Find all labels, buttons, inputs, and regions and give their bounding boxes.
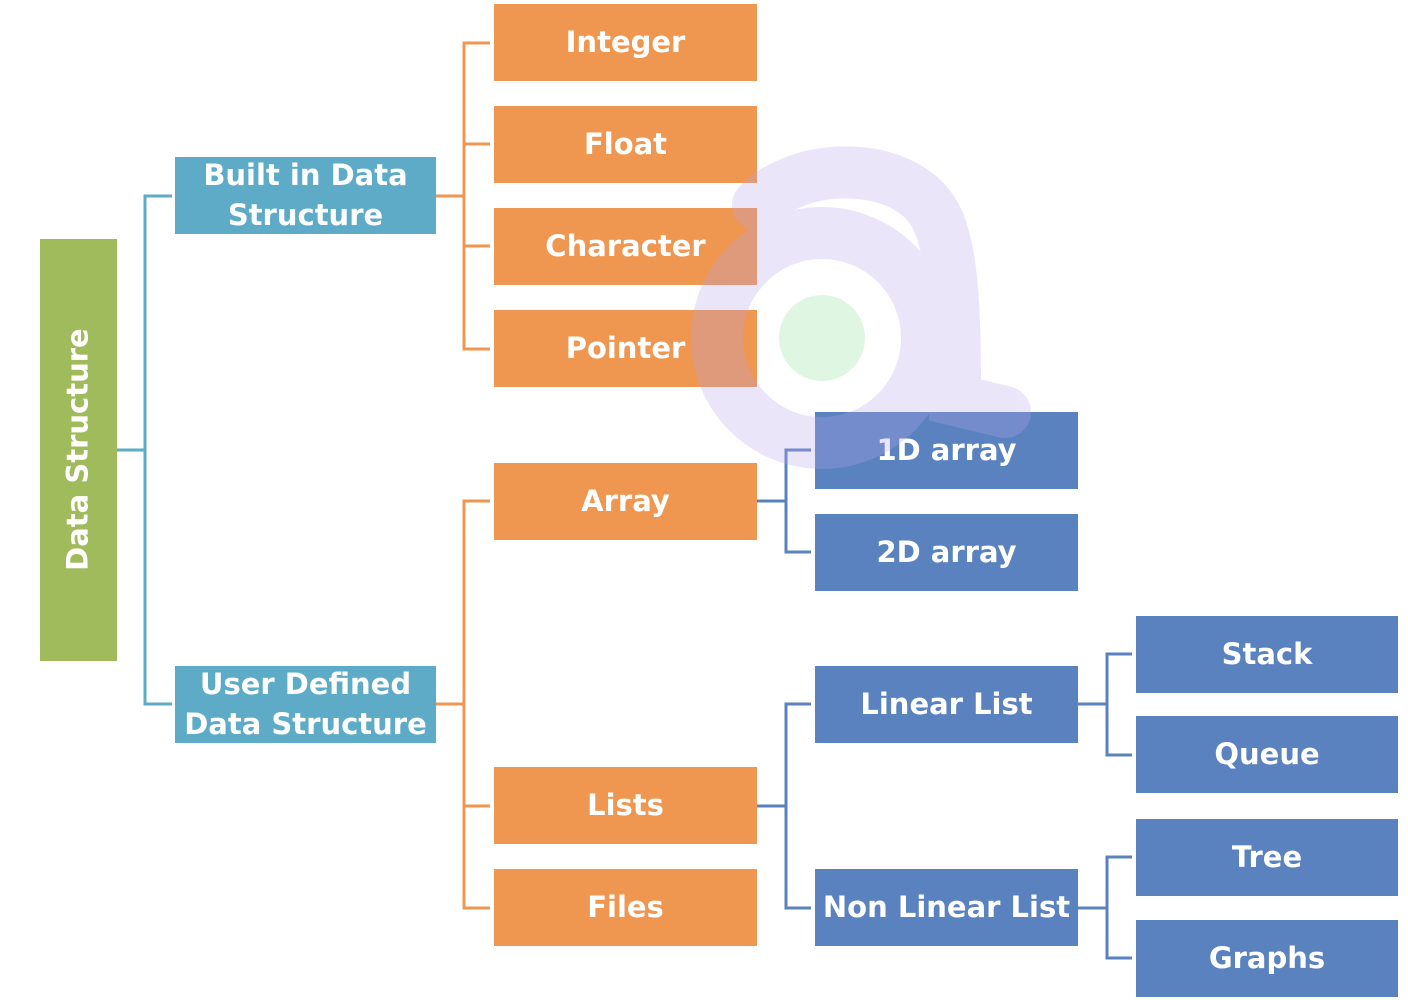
pointer-node: Pointer bbox=[494, 310, 757, 387]
1d-array-label: 1D array bbox=[876, 432, 1017, 467]
built-in-connectors bbox=[436, 41, 490, 351]
1d-array-node: 1D array bbox=[815, 412, 1078, 489]
linear-list-node: Linear List bbox=[815, 666, 1078, 743]
user-defined-connectors bbox=[436, 499, 490, 910]
array-node: Array bbox=[494, 463, 757, 540]
stack-label: Stack bbox=[1221, 636, 1313, 671]
user-defined-data-structure-node: User Defined Data Structure bbox=[175, 666, 436, 743]
stack-node: Stack bbox=[1136, 616, 1398, 693]
built-in-data-structure-node: Built in Data Structure bbox=[175, 157, 436, 234]
graphs-label: Graphs bbox=[1208, 940, 1326, 975]
user-defined-label-line2: Data Structure bbox=[184, 706, 427, 741]
graphs-node: Graphs bbox=[1136, 920, 1398, 997]
integer-label: Integer bbox=[565, 24, 686, 59]
lists-node: Lists bbox=[494, 767, 757, 844]
linear-list-connectors bbox=[1078, 652, 1132, 757]
tree-node: Tree bbox=[1136, 819, 1398, 896]
tree-label: Tree bbox=[1231, 839, 1303, 874]
files-node: Files bbox=[494, 869, 757, 946]
root-connectors bbox=[117, 194, 172, 706]
2d-array-label: 2D array bbox=[876, 534, 1017, 569]
non-linear-list-node: Non Linear List bbox=[815, 869, 1078, 946]
root-node: Data Structure bbox=[40, 239, 117, 661]
built-in-label-line1: Built in Data bbox=[203, 158, 408, 193]
lists-connectors bbox=[757, 702, 811, 910]
float-label: Float bbox=[583, 126, 668, 161]
2d-array-node: 2D array bbox=[815, 514, 1078, 591]
built-in-label-line2: Structure bbox=[227, 197, 384, 232]
array-label: Array bbox=[581, 483, 670, 518]
float-node: Float bbox=[494, 106, 757, 183]
non-linear-list-connectors bbox=[1078, 855, 1132, 960]
character-node: Character bbox=[494, 208, 757, 285]
character-label: Character bbox=[545, 228, 706, 263]
non-linear-list-label: Non Linear List bbox=[822, 889, 1071, 924]
user-defined-label-line1: User Defined bbox=[199, 667, 412, 702]
queue-label: Queue bbox=[1214, 736, 1320, 771]
lists-label: Lists bbox=[587, 787, 664, 822]
root-label: Data Structure bbox=[60, 328, 95, 572]
linear-list-label: Linear List bbox=[860, 686, 1033, 721]
queue-node: Queue bbox=[1136, 716, 1398, 793]
integer-node: Integer bbox=[494, 4, 757, 81]
files-label: Files bbox=[587, 889, 664, 924]
array-connectors bbox=[757, 448, 811, 554]
pointer-label: Pointer bbox=[565, 330, 686, 365]
